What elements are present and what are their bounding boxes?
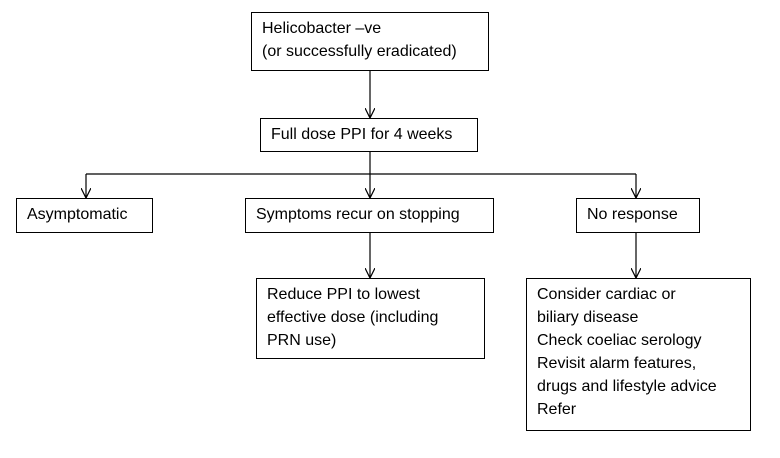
node-text-line: drugs and lifestyle advice — [537, 378, 717, 395]
node-text-line: biliary disease — [537, 309, 639, 326]
node-text-line: Helicobacter –ve — [262, 20, 382, 37]
node-reduce-ppi: Reduce PPI to lowest effective dose (inc… — [256, 278, 485, 359]
node-text-line: Refer — [537, 401, 577, 418]
node-symptoms-recur: Symptoms recur on stopping — [245, 198, 494, 233]
node-text-line: Revisit alarm features, — [537, 355, 697, 372]
node-asymptomatic: Asymptomatic — [16, 198, 153, 233]
node-text-line: Consider cardiac or — [537, 286, 676, 303]
node-text-line: Check coeliac serology — [537, 332, 702, 349]
node-full-dose-ppi: Full dose PPI for 4 weeks — [260, 118, 478, 152]
node-text-line: Symptoms recur on stopping — [256, 206, 460, 223]
node-text-line: PRN use) — [267, 332, 337, 349]
node-text-line: Full dose PPI for 4 weeks — [271, 126, 453, 143]
node-text-line: effective dose (including — [267, 309, 439, 326]
node-consider-cardiac: Consider cardiac or biliary disease Chec… — [526, 278, 751, 431]
node-text-line: No response — [587, 206, 678, 223]
node-helicobacter-negative: Helicobacter –ve (or successfully eradic… — [251, 12, 489, 71]
node-no-response: No response — [576, 198, 700, 233]
node-text-line: (or successfully eradicated) — [262, 43, 457, 60]
node-text-line: Reduce PPI to lowest — [267, 286, 420, 303]
node-text-line: Asymptomatic — [27, 206, 128, 223]
